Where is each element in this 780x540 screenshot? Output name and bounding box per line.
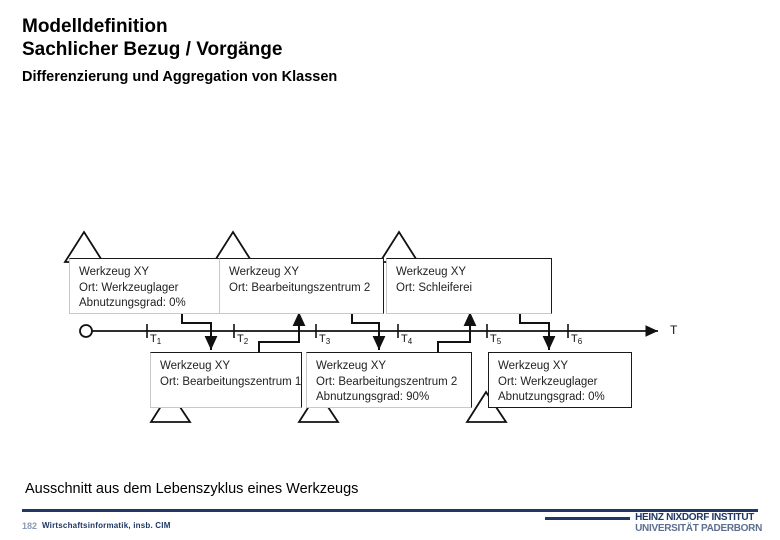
- diagram-caption: Ausschnitt aus dem Lebenszyklus eines We…: [25, 481, 359, 497]
- tick-label-t4: T4: [401, 333, 413, 346]
- connector-bottom1-to-top2: [258, 312, 306, 352]
- box-line-1: Werkzeug XY: [498, 360, 569, 372]
- box-line-1: Werkzeug XY: [396, 266, 467, 278]
- axis-origin-circle: [79, 324, 93, 338]
- slide-header: Modelldefinition Sachlicher Bezug / Vorg…: [22, 16, 742, 86]
- institute-logo: HEINZ NIXDORF INSTITUT UNIVERSITÄT PADER…: [635, 512, 762, 534]
- tick-base: T: [237, 333, 244, 345]
- box-line-2: Ort: Bearbeitungszentrum 1: [160, 375, 302, 388]
- connector-top3-to-bottom3: [519, 313, 556, 350]
- tick-sub: 1: [156, 337, 162, 346]
- tick-sub: 4: [407, 337, 413, 346]
- tick-base: T: [150, 333, 157, 345]
- transition-connectors: [181, 312, 556, 352]
- footer-divider: [22, 509, 758, 512]
- connector-top1-to-bottom1: [181, 313, 218, 350]
- state-box-top-1[interactable]: Werkzeug XY Ort: Werkzeuglager Abnutzung…: [69, 258, 221, 314]
- box-line-2: Ort: Schleiferei: [396, 281, 473, 294]
- header-subtitle: Differenzierung und Aggregation von Klas…: [22, 69, 338, 85]
- footer-page-number: 182: [22, 521, 38, 531]
- tick-label-t2: T2: [237, 333, 249, 346]
- box-line-2: Ort: Bearbeitungszentrum 2: [316, 375, 458, 388]
- state-box-bottom-3[interactable]: Werkzeug XY Ort: Werkzeuglager Abnutzung…: [488, 352, 632, 408]
- time-axis: [79, 324, 658, 338]
- logo-line-1: HEINZ NIXDORF INSTITUT: [635, 512, 755, 523]
- box-line-2: Ort: Werkzeuglager: [498, 375, 598, 388]
- tick-base: T: [571, 333, 578, 345]
- tick-sub: 6: [577, 337, 583, 346]
- tick-base: T: [319, 333, 326, 345]
- tick-label-t1: T1: [150, 333, 162, 346]
- tick-label-t5: T5: [490, 333, 502, 346]
- state-box-bottom-1[interactable]: Werkzeug XY Ort: Bearbeitungszentrum 1: [150, 352, 302, 408]
- box-line-1: Werkzeug XY: [316, 360, 387, 372]
- state-box-bottom-2[interactable]: Werkzeug XY Ort: Bearbeitungszentrum 2 A…: [306, 352, 472, 408]
- connector-bottom2-to-top3: [437, 312, 477, 352]
- axis-label-T: T: [670, 323, 678, 337]
- box-line-3: Abnutzungsgrad: 90%: [316, 391, 430, 403]
- tick-base: T: [401, 333, 408, 345]
- box-line-1: Werkzeug XY: [229, 266, 300, 278]
- tick-label-t6: T6: [571, 333, 583, 346]
- tick-label-t3: T3: [319, 333, 331, 346]
- logo-bar: [545, 517, 630, 520]
- box-line-2: Ort: Werkzeuglager: [79, 281, 179, 294]
- tick-sub: 2: [243, 337, 249, 346]
- box-line-3: Abnutzungsgrad: 0%: [498, 391, 605, 403]
- connector-top2-to-bottom2: [351, 313, 386, 350]
- logo-line-2: UNIVERSITÄT PADERBORN: [635, 523, 762, 534]
- header-title-line1: Modelldefinition: [22, 16, 168, 37]
- state-box-top-3[interactable]: Werkzeug XY Ort: Schleiferei: [386, 258, 552, 314]
- state-box-top-2[interactable]: Werkzeug XY Ort: Bearbeitungszentrum 2: [219, 258, 384, 314]
- box-line-2: Ort: Bearbeitungszentrum 2: [229, 281, 371, 294]
- box-line-1: Werkzeug XY: [160, 360, 231, 372]
- box-line-3: Abnutzungsgrad: 0%: [79, 297, 186, 309]
- tick-sub: 3: [325, 337, 331, 346]
- tick-sub: 5: [496, 337, 502, 346]
- footer-chair-name: Wirtschaftsinformatik, insb. CIM: [42, 521, 171, 530]
- header-title-line2: Sachlicher Bezug / Vorgänge: [22, 39, 283, 60]
- tick-base: T: [490, 333, 497, 345]
- box-line-1: Werkzeug XY: [79, 266, 150, 278]
